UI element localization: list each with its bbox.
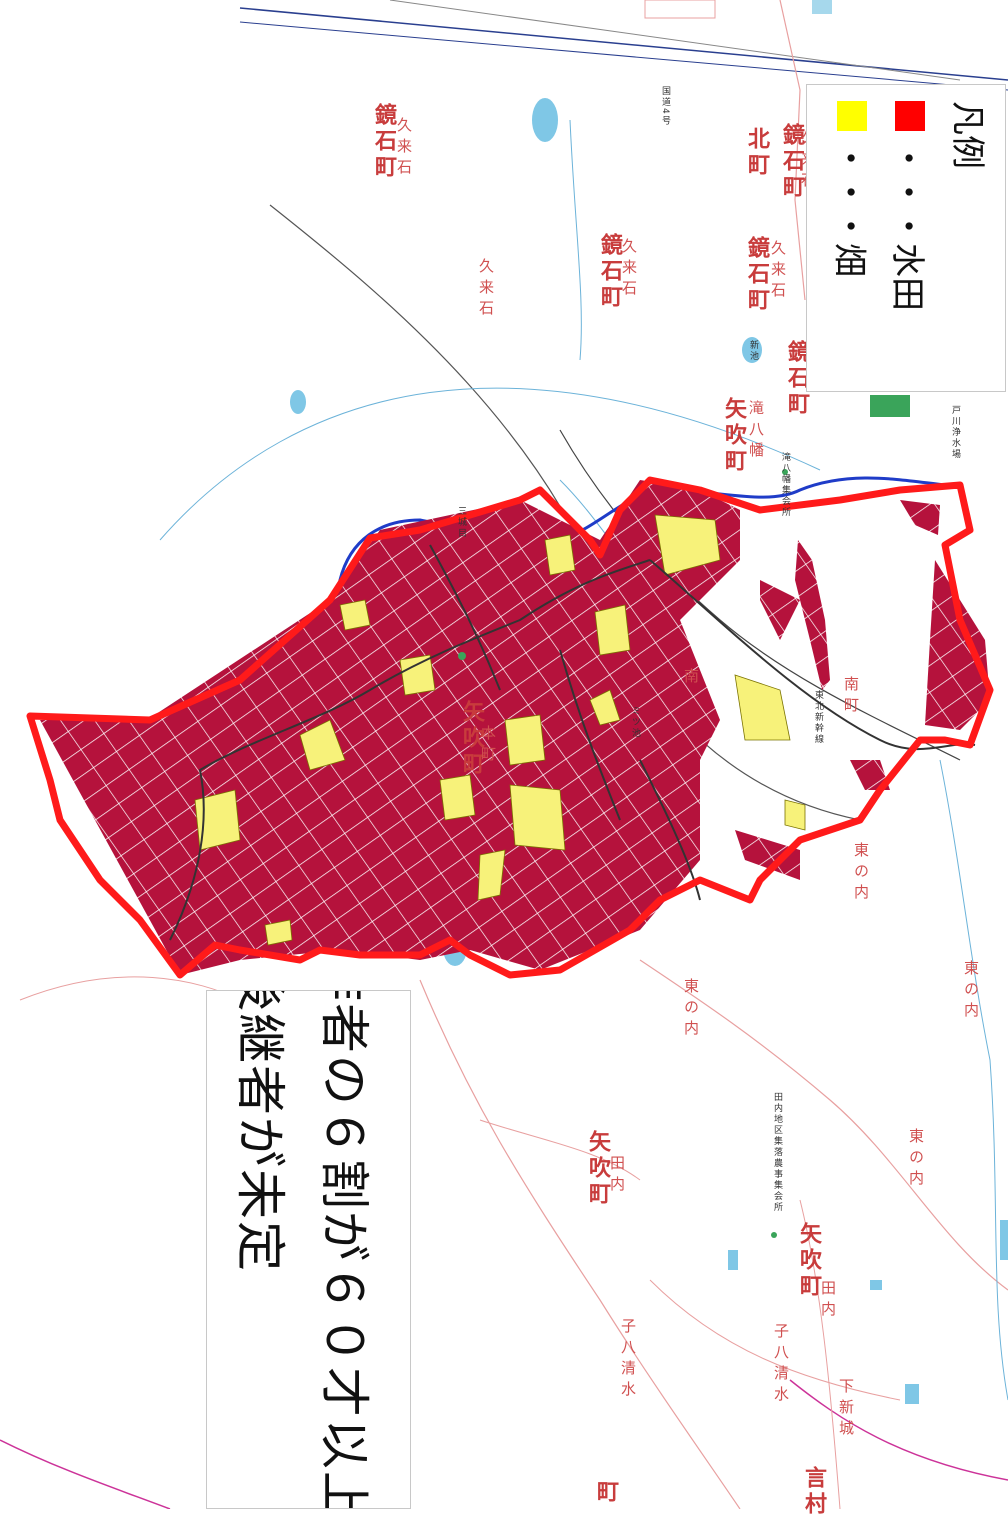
legend-item-upland: ・・・畑 bbox=[828, 101, 877, 277]
legend-label: ・・・畑 bbox=[829, 141, 869, 277]
place-label: 鏡石町 bbox=[371, 103, 396, 181]
upland-swatch bbox=[837, 101, 868, 131]
place-label: 鏡石町 bbox=[744, 236, 769, 314]
pond-label: 新池 bbox=[748, 340, 758, 362]
place-label: 久来石 bbox=[769, 240, 787, 303]
note-line-farmer-age: 作者の６割が６０才以上 bbox=[315, 990, 373, 1509]
facility-label: 戸川浄水場 bbox=[950, 405, 960, 460]
upland-fields bbox=[194, 514, 806, 946]
place-label: 下新城 bbox=[837, 1378, 855, 1441]
place-label: 子八清水 bbox=[619, 1318, 637, 1402]
place-label: 矢吹町 bbox=[721, 397, 746, 475]
place-label: 東の内 bbox=[907, 1128, 925, 1191]
place-label: 田内 bbox=[819, 1280, 837, 1322]
place-label: 田内 bbox=[608, 1155, 626, 1197]
place-label: 南 bbox=[682, 668, 700, 689]
place-label-small: 三城目 bbox=[456, 506, 466, 539]
note-box: 作者の６割が６０才以上 後継者が未定 bbox=[206, 990, 411, 1509]
legend-label: ・・・水田 bbox=[887, 141, 927, 311]
place-label: 言村 bbox=[801, 1466, 826, 1518]
place-label: 滝八幡 bbox=[747, 400, 765, 463]
place-label: 東の内 bbox=[962, 960, 980, 1023]
note-line-successor: 後継者が未定 bbox=[231, 990, 289, 1273]
road-label: 国道4号 bbox=[660, 86, 670, 127]
pond-label: ミツ池 bbox=[630, 706, 640, 739]
map-symbols bbox=[458, 0, 910, 1238]
place-label: 子八清水 bbox=[772, 1323, 790, 1407]
place-label: 南町 bbox=[842, 676, 860, 718]
place-label: 東の内 bbox=[852, 842, 870, 905]
paddy-swatch bbox=[895, 101, 926, 131]
paddy-fields bbox=[40, 480, 990, 975]
legend-item-paddy: ・・・水田 bbox=[886, 101, 935, 311]
place-label: 北町 bbox=[744, 127, 769, 179]
place-label: 矢吹町 bbox=[585, 1130, 610, 1208]
place-label: 本町 bbox=[479, 725, 497, 767]
place-label: 鏡石町 bbox=[597, 233, 622, 311]
target-area-boundary bbox=[26, 476, 994, 979]
place-label: 東の内 bbox=[682, 978, 700, 1041]
place-label: 矢吹町 bbox=[796, 1222, 821, 1300]
legend-title: 凡例 bbox=[947, 101, 987, 169]
place-label: 鏡石町 bbox=[779, 123, 804, 201]
legend: 凡例 ・・・水田 ・・・畑 bbox=[806, 84, 1006, 392]
facility-label: 滝八幡集会所 bbox=[780, 452, 790, 518]
place-label: 町 bbox=[593, 1480, 618, 1506]
place-label: 久来石 bbox=[395, 117, 413, 180]
place-label: 久来石 bbox=[620, 238, 638, 301]
place-label: 鏡石町 bbox=[784, 340, 809, 418]
facility-label: 田内地区集落農事集会所 bbox=[772, 1092, 782, 1213]
railway-label: 東北新幹線 bbox=[813, 690, 823, 745]
place-label: 久来石 bbox=[477, 258, 495, 321]
place-label: 矢吹町 bbox=[459, 700, 484, 778]
